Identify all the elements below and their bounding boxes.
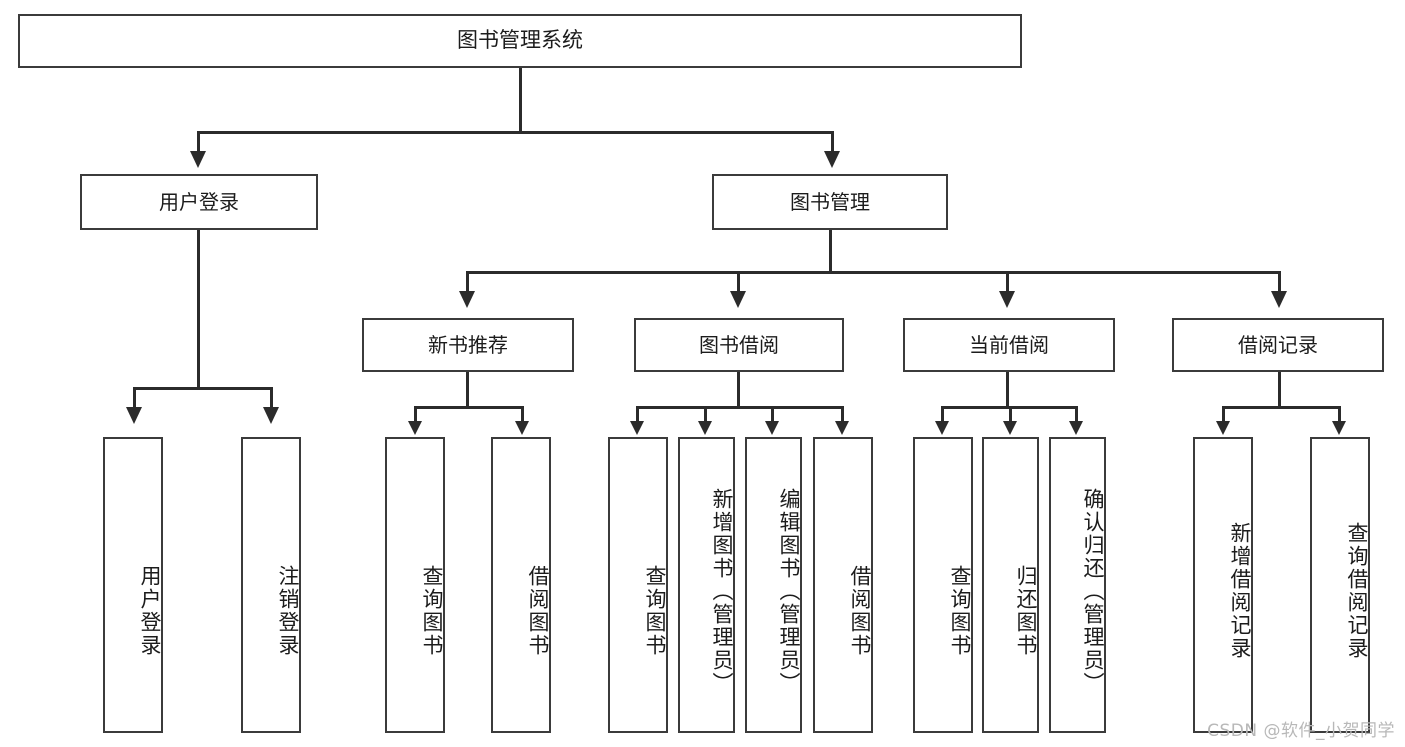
arrow-user-login-to-leaf-0 xyxy=(126,407,142,424)
connector-book-mgmt-bar xyxy=(466,271,1281,274)
arrow-new-book-to-leaf-0 xyxy=(408,421,422,435)
connector-new-book-to-leaf-1 xyxy=(521,406,524,424)
arrow-book-borrow-to-leaf-2 xyxy=(765,421,779,435)
node-user-login[interactable]: 用户登录 xyxy=(80,174,318,230)
arrow-root-to-book-mgmt xyxy=(824,151,840,168)
arrow-records-to-leaf-0 xyxy=(1216,421,1230,435)
connector-user-login-bar xyxy=(133,387,273,390)
connector-book-borrow-stem xyxy=(737,372,740,409)
node-book-borrow[interactable]: 图书借阅 xyxy=(634,318,844,372)
connector-book-mgmt-to-current xyxy=(1006,271,1009,293)
connector-user-login-stem xyxy=(197,230,200,390)
arrow-book-mgmt-to-current xyxy=(999,291,1015,308)
connector-book-borrow-to-leaf-0 xyxy=(636,406,639,424)
arrow-book-borrow-to-leaf-1 xyxy=(698,421,712,435)
arrow-current-borrow-to-leaf-2 xyxy=(1069,421,1083,435)
connector-current-borrow-to-leaf-2 xyxy=(1075,406,1078,424)
connector-root-bar xyxy=(197,131,834,134)
connector-root-to-user-login xyxy=(197,131,200,153)
leaf-borrow-add-book-admin[interactable]: 新增图书（管理员） xyxy=(678,437,735,733)
connector-current-borrow-to-leaf-0 xyxy=(941,406,944,424)
arrow-current-borrow-to-leaf-0 xyxy=(935,421,949,435)
leaf-new-book-borrow[interactable]: 借阅图书 xyxy=(491,437,551,733)
csdn-watermark: CSDN @软件_小贺同学 xyxy=(1207,721,1395,741)
leaf-user-login-logout[interactable]: 注销登录 xyxy=(241,437,301,733)
connector-user-login-to-leaf-1 xyxy=(270,387,273,410)
connector-current-borrow-stem xyxy=(1006,372,1009,409)
connector-new-book-bar xyxy=(414,406,524,409)
connector-root-to-book-mgmt xyxy=(831,131,834,153)
connector-records-to-leaf-0 xyxy=(1222,406,1225,424)
arrow-book-mgmt-to-records xyxy=(1271,291,1287,308)
leaf-user-login-login[interactable]: 用户登录 xyxy=(103,437,163,733)
node-root-system[interactable]: 图书管理系统 xyxy=(18,14,1022,68)
arrow-book-mgmt-to-borrow xyxy=(730,291,746,308)
leaf-borrow-edit-book-admin[interactable]: 编辑图书（管理员） xyxy=(745,437,802,733)
connector-book-mgmt-to-records xyxy=(1278,271,1281,293)
arrow-book-borrow-to-leaf-3 xyxy=(835,421,849,435)
connector-book-mgmt-to-borrow xyxy=(737,271,740,293)
connector-book-mgmt-to-new-book xyxy=(466,271,469,293)
node-new-book-recommend[interactable]: 新书推荐 xyxy=(362,318,574,372)
arrow-book-mgmt-to-new-book xyxy=(459,291,475,308)
node-current-borrow[interactable]: 当前借阅 xyxy=(903,318,1115,372)
leaf-new-book-query[interactable]: 查询图书 xyxy=(385,437,445,733)
connector-new-book-to-leaf-0 xyxy=(414,406,417,424)
leaf-borrow-query[interactable]: 查询图书 xyxy=(608,437,668,733)
connector-book-mgmt-stem xyxy=(829,230,832,274)
node-book-management[interactable]: 图书管理 xyxy=(712,174,948,230)
connector-records-stem xyxy=(1278,372,1281,409)
arrow-book-borrow-to-leaf-0 xyxy=(630,421,644,435)
leaf-current-return-book[interactable]: 归还图书 xyxy=(982,437,1039,733)
connector-root-stem xyxy=(519,68,522,133)
connector-book-borrow-to-leaf-2 xyxy=(771,406,774,424)
arrow-user-login-to-leaf-1 xyxy=(263,407,279,424)
connector-book-borrow-to-leaf-1 xyxy=(704,406,707,424)
connector-records-to-leaf-1 xyxy=(1338,406,1341,424)
connector-book-borrow-to-leaf-3 xyxy=(841,406,844,424)
connector-records-bar xyxy=(1222,406,1341,409)
connector-current-borrow-to-leaf-1 xyxy=(1009,406,1012,424)
connector-user-login-to-leaf-0 xyxy=(133,387,136,410)
connector-new-book-stem xyxy=(466,372,469,409)
leaf-records-query-record[interactable]: 查询借阅记录 xyxy=(1310,437,1370,733)
arrow-new-book-to-leaf-1 xyxy=(515,421,529,435)
leaf-records-add-record[interactable]: 新增借阅记录 xyxy=(1193,437,1253,733)
connector-book-borrow-bar xyxy=(636,406,844,409)
leaf-current-confirm-return-admin[interactable]: 确认归还（管理员） xyxy=(1049,437,1106,733)
node-borrow-records[interactable]: 借阅记录 xyxy=(1172,318,1384,372)
arrow-root-to-user-login xyxy=(190,151,206,168)
arrow-records-to-leaf-1 xyxy=(1332,421,1346,435)
leaf-current-query[interactable]: 查询图书 xyxy=(913,437,973,733)
leaf-borrow-borrow-book[interactable]: 借阅图书 xyxy=(813,437,873,733)
arrow-current-borrow-to-leaf-1 xyxy=(1003,421,1017,435)
